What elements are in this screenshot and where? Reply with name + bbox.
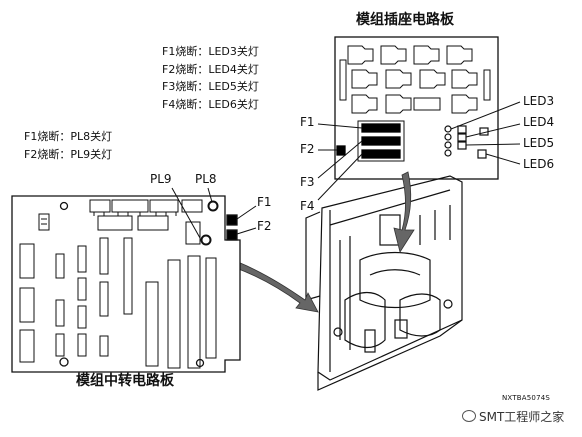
label-led3: LED3 <box>523 94 555 108</box>
top-board-title: 模组插座电路板 <box>356 12 454 28</box>
label-led4: LED4 <box>523 115 555 129</box>
label-f2-bottom: F2 <box>257 219 272 233</box>
bottom-board-title: 模组中转电路板 <box>76 373 174 389</box>
insert-arrow-bottom <box>235 261 319 313</box>
label-led6: LED6 <box>523 157 555 171</box>
legend-left-line-1: F1烧断：PL8关灯 <box>24 130 113 143</box>
top-board <box>334 36 499 180</box>
label-f1-bottom: F1 <box>257 195 272 209</box>
label-f4-top: F4 <box>300 199 315 213</box>
top-board-sockets <box>347 45 478 114</box>
top-board-leds <box>444 125 489 159</box>
wechat-icon <box>462 410 476 422</box>
figure-reference: NXTBA5074S <box>502 394 551 402</box>
label-pl9: PL9 <box>150 172 172 186</box>
label-f3-top: F3 <box>300 175 315 189</box>
label-pl8: PL8 <box>195 172 217 186</box>
label-led5: LED5 <box>523 136 555 150</box>
label-f2-top: F2 <box>300 142 315 156</box>
legend-top-line-1: F1烧断：LED3关灯 <box>162 45 259 58</box>
top-callout-lines <box>317 101 521 201</box>
bottom-callout-lines <box>171 187 257 239</box>
bottom-board <box>11 195 241 373</box>
chassis <box>305 175 463 391</box>
legend-top-line-3: F3烧断：LED5关灯 <box>162 80 259 93</box>
watermark-text: SMT工程师之家 <box>479 410 565 424</box>
legend-left-line-2: F2烧断：PL9关灯 <box>24 148 113 161</box>
insert-arrow-top <box>393 171 415 254</box>
watermark: SMT工程师之家 <box>462 410 564 424</box>
legend-top-line-2: F2烧断：LED4关灯 <box>162 63 259 76</box>
top-board-fuses <box>336 123 401 159</box>
label-f1-top: F1 <box>300 115 315 129</box>
legend-top-line-4: F4烧断：LED6关灯 <box>162 98 259 111</box>
